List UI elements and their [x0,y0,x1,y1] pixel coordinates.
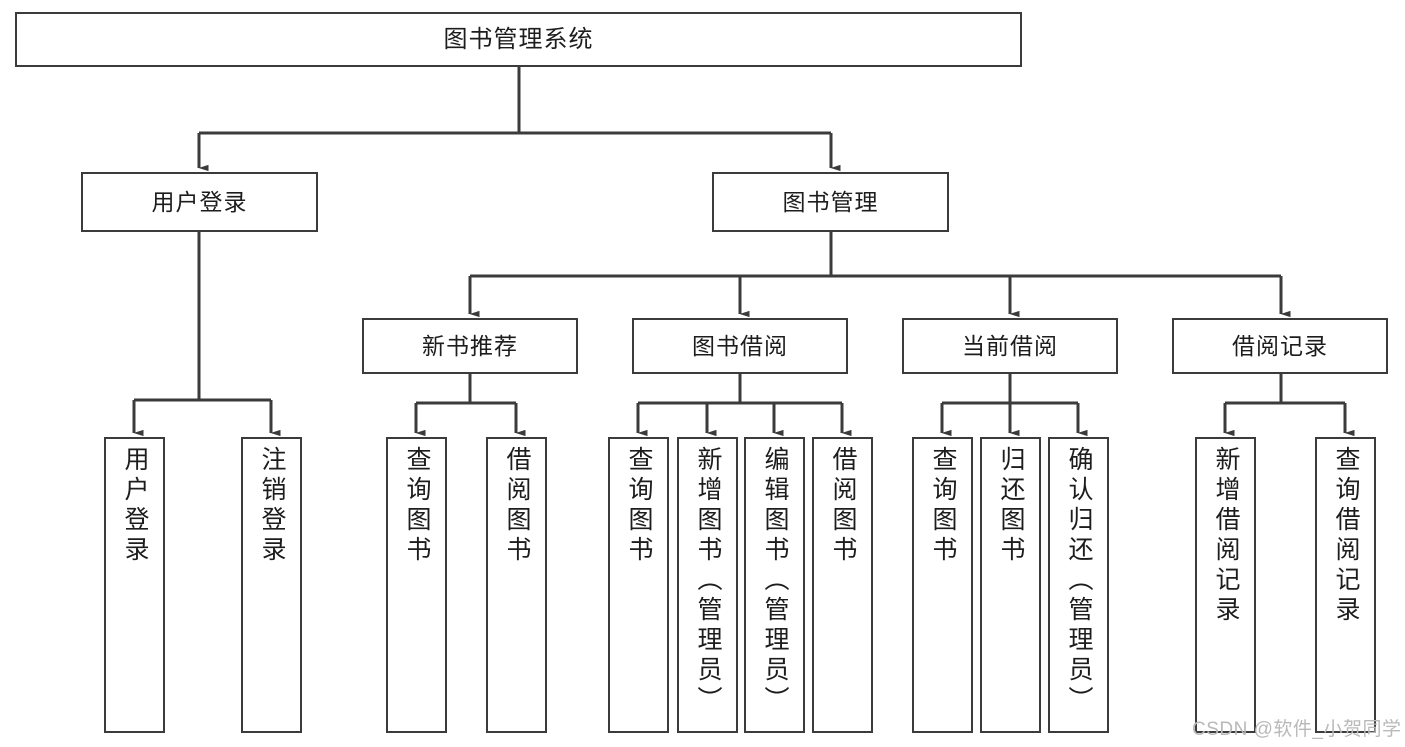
node-book-management[interactable]: 图书管理 [712,172,949,232]
leaf-logout[interactable]: 注销登录 [241,437,302,733]
node-label: 图书管理系统 [443,25,594,53]
csdn-watermark: CSDN @软件_小贺同学 [1192,719,1402,740]
leaf-borrow-book-recommend[interactable]: 借阅图书 [486,437,547,733]
leaf-return-book[interactable]: 归还图书 [980,437,1041,733]
node-label: 编辑图书（管理员） [761,446,789,716]
node-label: 注销登录 [258,446,286,566]
node-borrow-record[interactable]: 借阅记录 [1172,318,1388,374]
leaf-edit-book-admin[interactable]: 编辑图书（管理员） [744,437,805,733]
leaf-user-login[interactable]: 用户登录 [104,437,165,733]
leaf-query-borrow-record[interactable]: 查询借阅记录 [1315,437,1376,733]
node-label: 借阅记录 [1232,332,1328,359]
node-label: 确认归还（管理员） [1065,446,1093,716]
leaf-query-book-borrow[interactable]: 查询图书 [608,437,669,733]
node-label: 新增图书（管理员） [694,446,722,716]
leaf-borrow-book[interactable]: 借阅图书 [812,437,873,733]
leaf-confirm-return-admin[interactable]: 确认归还（管理员） [1048,437,1109,733]
leaf-add-borrow-record[interactable]: 新增借阅记录 [1195,437,1256,733]
node-label: 借阅图书 [503,446,531,566]
node-label: 归还图书 [997,446,1025,566]
node-label: 用户登录 [151,188,248,215]
node-label: 查询图书 [929,446,957,566]
node-label: 新书推荐 [422,332,518,359]
node-label: 图书借阅 [692,332,788,359]
node-label: 新增借阅记录 [1212,446,1240,626]
leaf-query-book-current[interactable]: 查询图书 [912,437,973,733]
leaf-query-book-recommend[interactable]: 查询图书 [386,437,447,733]
node-label: 图书管理 [782,188,879,215]
node-label: 当前借阅 [962,332,1058,359]
node-label: 查询图书 [625,446,653,566]
node-root-system[interactable]: 图书管理系统 [15,12,1022,67]
node-label: 查询借阅记录 [1332,446,1360,626]
node-book-borrow[interactable]: 图书借阅 [632,318,848,374]
node-new-book-recommend[interactable]: 新书推荐 [362,318,578,374]
node-current-borrow[interactable]: 当前借阅 [902,318,1118,374]
node-label: 用户登录 [121,446,149,566]
node-user-login[interactable]: 用户登录 [81,172,318,232]
leaf-add-book-admin[interactable]: 新增图书（管理员） [677,437,738,733]
node-label: 借阅图书 [829,446,857,566]
node-label: 查询图书 [403,446,431,566]
